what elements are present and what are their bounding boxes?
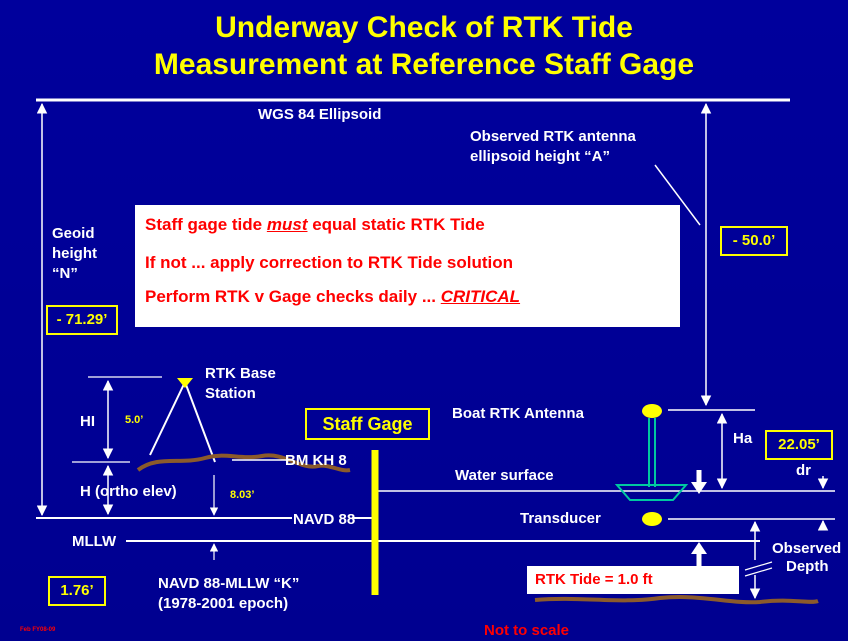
k-label-2: (1978-2001 epoch) <box>158 595 289 612</box>
callout-line-1-post: equal static RTK Tide <box>307 215 485 234</box>
callout-line-3-emph: CRITICAL <box>440 287 521 306</box>
dr-label: dr <box>796 462 811 479</box>
antenna-label-pointer <box>654 164 701 226</box>
k-label-1: NAVD 88-MLLW “K” <box>158 575 300 592</box>
depth-break-2 <box>744 567 773 577</box>
h-ortho-label: H (ortho elev) <box>80 483 177 500</box>
mllw-label: MLLW <box>72 533 117 550</box>
benchmark-ground <box>136 453 351 473</box>
callout-line-3-pre: Perform RTK v Gage checks daily ... <box>145 287 441 306</box>
navd88-label: NAVD 88 <box>293 511 356 528</box>
ha-label: Ha <box>733 430 753 447</box>
geoid-value-box: - 71.29’ <box>46 305 118 335</box>
callout-line-1-pre: Staff gage tide <box>145 215 267 234</box>
transducer-label: Transducer <box>520 510 601 527</box>
transducer <box>642 512 662 526</box>
boat-rtk-antenna-label: Boat RTK Antenna <box>452 405 584 422</box>
down-arrow-head <box>691 482 707 494</box>
not-to-scale-label: Not to scale <box>484 622 570 639</box>
seabed <box>534 595 819 605</box>
hi-label: HI <box>80 413 95 430</box>
rtk-base-label-1: RTK Base <box>205 365 276 382</box>
title-line-1: Underway Check of RTK Tide <box>215 11 633 44</box>
rtk-tide-box: RTK Tide = 1.0 ft <box>527 566 739 594</box>
antenna-height-label-2: ellipsoid height “A” <box>470 148 611 165</box>
geoid-label-1: Geoid <box>52 225 95 242</box>
bm-label: BM KH 8 <box>285 452 347 469</box>
observed-depth-label-2: Depth <box>786 558 829 575</box>
antenna-height-label-1: Observed RTK antenna <box>470 128 636 145</box>
boat-rtk-antenna <box>642 404 662 418</box>
footer-small-label: Feb FY08-09 <box>20 627 56 633</box>
callout-line-2: If not ... apply correction to RTK Tide … <box>145 253 514 272</box>
boat-hull <box>614 484 689 501</box>
h-ortho-value: 8.03’ <box>230 489 255 501</box>
staff-gage-label: Staff Gage <box>305 408 430 440</box>
geoid-label-2: height <box>52 245 97 262</box>
depth-break-1 <box>744 561 773 571</box>
title-line-2: Measurement at Reference Staff Gage <box>153 48 695 81</box>
base-station-antenna <box>177 378 193 388</box>
hi-value: 5.0’ <box>125 414 144 426</box>
up-arrow-head <box>691 542 707 554</box>
k-value-box: 1.76’ <box>48 576 106 606</box>
water-surface-label: Water surface <box>455 467 554 484</box>
geoid-label-3: “N” <box>52 265 78 282</box>
antenna-height-value-box: - 50.0’ <box>720 226 788 256</box>
callout-line-1-emph: must <box>266 215 308 234</box>
ha-value-box: 22.05’ <box>765 430 833 460</box>
observed-depth-label-1: Observed <box>772 540 842 557</box>
wgs84-label: WGS 84 Ellipsoid <box>258 106 382 123</box>
callout-box: Staff gage tide must equal static RTK Ti… <box>135 205 680 327</box>
rtk-base-label-2: Station <box>205 385 256 402</box>
